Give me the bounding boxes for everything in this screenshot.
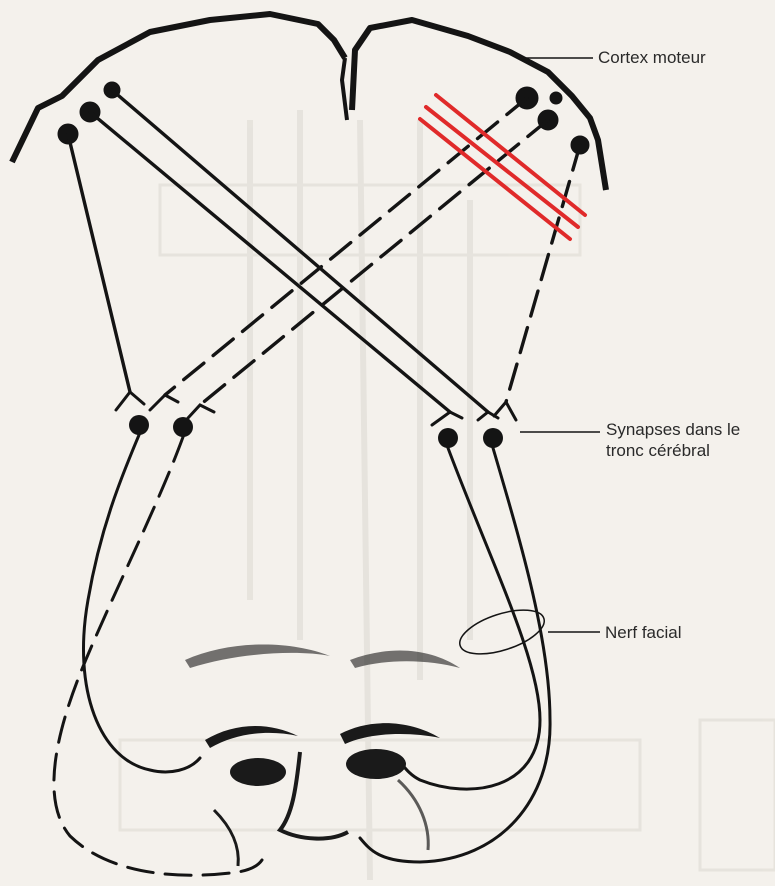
nerf-label: Nerf facial bbox=[605, 622, 682, 643]
upper-tracts bbox=[68, 90, 488, 412]
cheek-left bbox=[214, 810, 238, 866]
background-print bbox=[120, 110, 775, 880]
eye-left bbox=[230, 758, 286, 786]
brainstem-nuclei bbox=[129, 415, 503, 448]
cheek-right bbox=[398, 780, 428, 850]
eyebrow-left-2 bbox=[205, 726, 298, 748]
synapse-label-line2: tronc cérébral bbox=[606, 440, 710, 461]
tract-left-crossing-a bbox=[90, 112, 450, 412]
eye-right bbox=[346, 749, 406, 779]
cortex-label: Cortex moteur bbox=[598, 47, 706, 68]
tract-left-ipsilateral bbox=[68, 134, 130, 392]
facial-nerve-solid bbox=[83, 435, 550, 862]
nucleus-left-1 bbox=[129, 415, 149, 435]
upper-tracts-dashed bbox=[165, 98, 580, 405]
cortex-outline bbox=[12, 14, 606, 190]
eyebrow-left bbox=[185, 644, 330, 668]
nucleus-left-2 bbox=[173, 417, 193, 437]
nucleus-right-1 bbox=[438, 428, 458, 448]
synapse-label-line1: Synapses dans le bbox=[606, 419, 740, 440]
nucleus-right-2 bbox=[483, 428, 503, 448]
nose bbox=[280, 752, 348, 839]
